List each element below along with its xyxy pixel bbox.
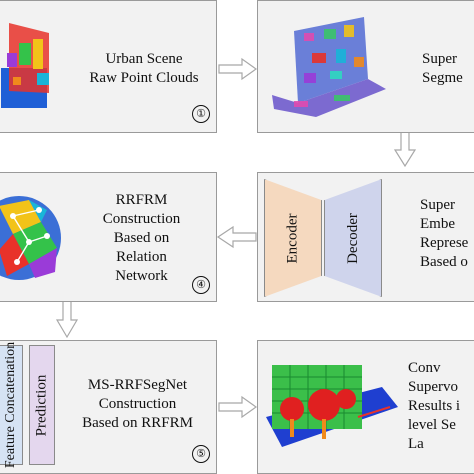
step-5-box: Feature Concatenation Prediction MS-RRFS…: [0, 340, 217, 474]
step-1-label: Urban Scene Raw Point Clouds: [89, 51, 199, 86]
step-4-box: RRFRM Construction Based on Relation Net…: [0, 172, 217, 302]
encoder-block: Encoder: [264, 179, 322, 297]
step-3-box: Encoder Decoder Super Embe Represe Based…: [257, 172, 474, 302]
segmentation-result-image: [266, 365, 398, 447]
arrow-down-2: [393, 131, 417, 168]
prediction-block: Prediction: [29, 345, 55, 465]
step-4-number: ④: [192, 276, 210, 294]
arrow-right-1: [218, 57, 258, 81]
step-2-box: Super Segme: [257, 0, 474, 133]
step-3-label: Super Embe Represe Based o: [420, 197, 469, 270]
raw-point-cloud-image: [1, 23, 49, 108]
step-2-label: Super Segme: [422, 51, 463, 86]
step-1-box: Urban Scene Raw Point Clouds ①: [0, 0, 217, 133]
arrow-left-3: [216, 225, 257, 249]
arrow-right-5: [218, 395, 258, 419]
relation-network-image: [0, 196, 61, 280]
step-1-number: ①: [192, 105, 210, 123]
supervoxel-mesh-image: [272, 17, 386, 117]
step-4-label: RRFRM Construction Based on Relation Net…: [102, 192, 181, 284]
step-5-label: MS-RRFSegNet Construction Based on RRFRM: [82, 377, 193, 431]
step-5-number: ⑤: [192, 445, 210, 463]
arrow-down-4: [55, 300, 79, 339]
feature-concatenation-block: Feature Concatenation: [0, 342, 23, 468]
decoder-block: Decoder: [324, 179, 382, 297]
step-6-box: Conv Supervo Results i level Se La: [257, 340, 474, 474]
step-6-label: Conv Supervo Results i level Se La: [408, 360, 461, 452]
